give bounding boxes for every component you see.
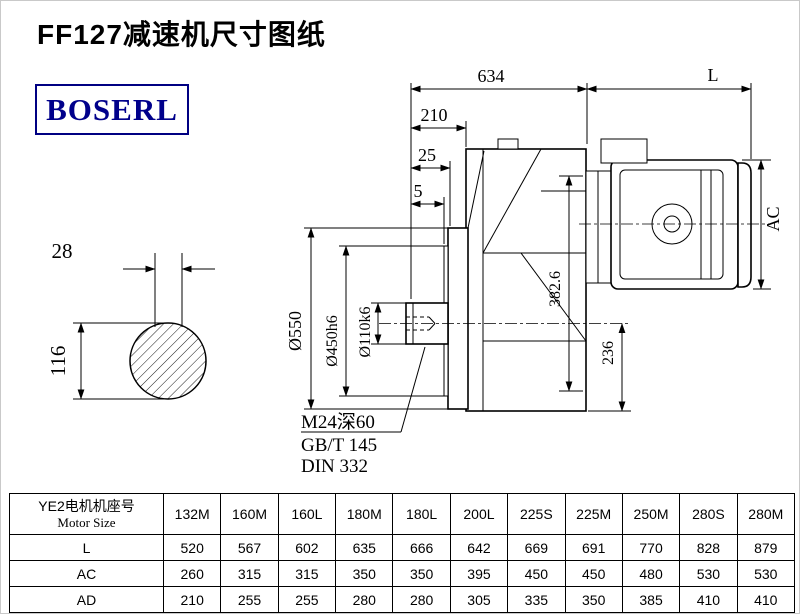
gearbox-housing xyxy=(465,138,587,412)
value-cell: 280 xyxy=(335,586,394,613)
size-header: 200L xyxy=(449,493,509,535)
technical-drawing: 28 116 xyxy=(46,65,783,477)
size-header: 132M xyxy=(162,493,222,535)
dim-shaft-dia-label: Ø110k6 xyxy=(357,307,374,358)
value-cell: 410 xyxy=(736,586,796,613)
size-header: 280S xyxy=(679,493,738,535)
lifting-lug xyxy=(497,138,519,150)
value-cell: 315 xyxy=(220,560,279,587)
output-hollow-shaft xyxy=(379,302,631,345)
shaft-section-circle xyxy=(129,322,207,400)
row-label-AC: AC xyxy=(9,560,164,587)
value-cell: 642 xyxy=(449,534,509,561)
value-cell: 450 xyxy=(564,560,623,587)
size-header: 225S xyxy=(507,493,566,535)
table-header-row: YE2电机机座号 Motor Size 132M 160M 160L 180M … xyxy=(9,493,796,535)
motor-size-table: YE2电机机座号 Motor Size 132M 160M 160L 180M … xyxy=(9,493,796,613)
dim-25-label: 25 xyxy=(418,145,436,165)
brand-logo-text: BOSERL xyxy=(46,91,178,127)
dim-key-width-label: 28 xyxy=(52,239,73,263)
value-cell: 520 xyxy=(162,534,222,561)
value-cell: 828 xyxy=(679,534,738,561)
value-cell: 315 xyxy=(277,560,337,587)
value-cell: 260 xyxy=(162,560,222,587)
value-cell: 350 xyxy=(335,560,394,587)
size-header: 280M xyxy=(736,493,796,535)
value-cell: 210 xyxy=(162,586,222,613)
dim-236-label: 236 xyxy=(600,341,617,365)
value-cell: 385 xyxy=(621,586,681,613)
reducer-main-view: 634 L 210 25 5 AC xyxy=(285,65,783,477)
size-header: 180M xyxy=(335,493,394,535)
value-cell: 350 xyxy=(564,586,623,613)
value-cell: 567 xyxy=(220,534,279,561)
dim-L-label: L xyxy=(708,65,719,85)
dim-382-label: 382.6 xyxy=(547,271,564,307)
table-corner-cell: YE2电机机座号 Motor Size xyxy=(9,493,164,535)
value-cell: 669 xyxy=(507,534,566,561)
note-standard-1: GB/T 145 xyxy=(301,435,377,456)
value-cell: 395 xyxy=(449,560,509,587)
page-title: FF127减速机尺寸图纸 xyxy=(37,19,326,50)
shaft-end-view: 28 116 xyxy=(46,239,215,400)
value-cell: 635 xyxy=(335,534,394,561)
dim-spigot-dia-label: Ø450h6 xyxy=(324,315,341,367)
value-cell: 280 xyxy=(392,586,451,613)
note-tapped-hole: M24深60 xyxy=(301,411,375,433)
leader-line xyxy=(400,346,426,433)
dim-shaft-height-label: 116 xyxy=(46,346,70,377)
size-header: 250M xyxy=(621,493,681,535)
notes: M24深60 GB/T 145 DIN 332 xyxy=(301,346,426,477)
dim-5-label: 5 xyxy=(414,181,423,201)
value-cell: 602 xyxy=(277,534,337,561)
dimensions: 634 L 210 25 5 AC xyxy=(285,65,783,412)
value-cell: 350 xyxy=(392,560,451,587)
brand-logo: BOSERL xyxy=(35,84,189,135)
value-cell: 450 xyxy=(507,560,566,587)
value-cell: 530 xyxy=(679,560,738,587)
value-cell: 770 xyxy=(621,534,681,561)
dim-634-label: 634 xyxy=(478,66,505,86)
value-cell: 480 xyxy=(621,560,681,587)
value-cell: 255 xyxy=(220,586,279,613)
value-cell: 879 xyxy=(736,534,796,561)
row-label-AD: AD xyxy=(9,586,164,613)
size-header: 160M xyxy=(220,493,279,535)
size-header: 180L xyxy=(392,493,451,535)
size-header: 160L xyxy=(277,493,337,535)
table-row-L: L 520 567 602 635 666 642 669 691 770 82… xyxy=(9,534,796,561)
terminal-box xyxy=(600,138,648,164)
table-row-AC: AC 260 315 315 350 350 395 450 450 480 5… xyxy=(9,560,796,587)
fan-cowl xyxy=(737,162,752,288)
row-label-L: L xyxy=(9,534,164,561)
motor-body xyxy=(610,159,739,290)
table-corner-en: Motor Size xyxy=(57,515,116,530)
value-cell: 255 xyxy=(277,586,337,613)
value-cell: 691 xyxy=(564,534,623,561)
dim-210-label: 210 xyxy=(421,105,448,125)
size-header: 225M xyxy=(564,493,623,535)
value-cell: 305 xyxy=(449,586,509,613)
value-cell: 666 xyxy=(392,534,451,561)
dim-AC-label: AC xyxy=(763,206,783,231)
value-cell: 410 xyxy=(679,586,738,613)
table-corner-cn: YE2电机机座号 xyxy=(38,498,135,514)
motor xyxy=(579,138,769,290)
note-standard-2: DIN 332 xyxy=(301,456,368,477)
value-cell: 335 xyxy=(507,586,566,613)
value-cell: 530 xyxy=(736,560,796,587)
dim-flange-dia-label: Ø550 xyxy=(285,311,305,351)
table-row-AD: AD 210 255 255 280 280 305 335 350 385 4… xyxy=(9,586,796,613)
